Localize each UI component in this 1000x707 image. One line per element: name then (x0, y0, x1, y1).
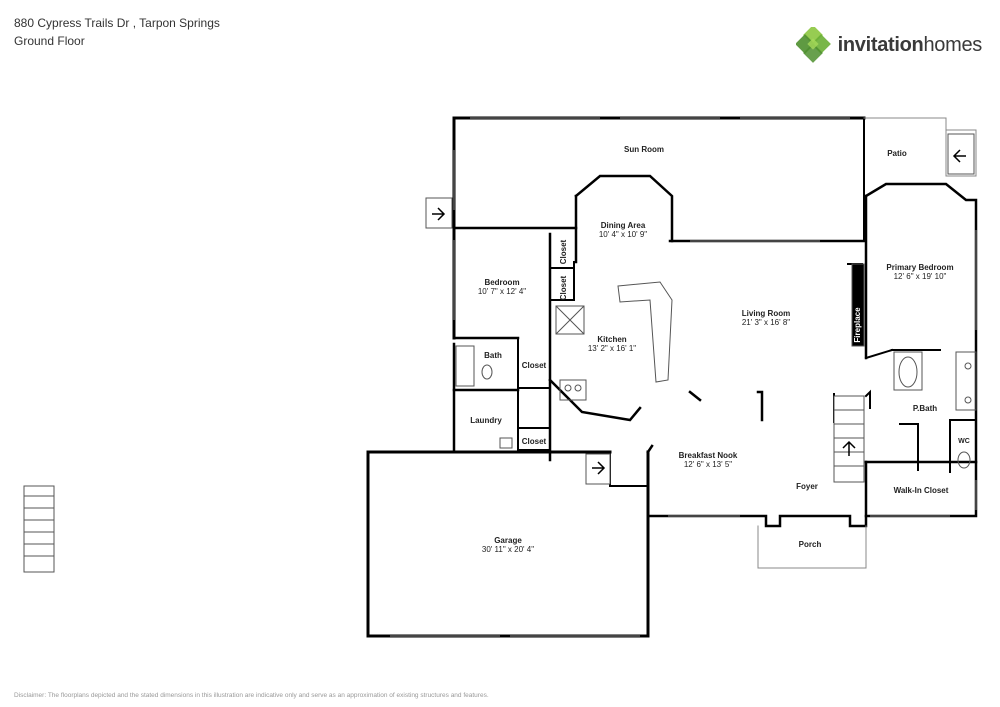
floor-name: Ground Floor (14, 34, 85, 48)
fixtures (455, 281, 977, 469)
room-labels: Sun Room Patio Dining Area 10' 4" x 10' … (470, 145, 970, 554)
breakfast-nook-dims: 12' 6" x 13' 5" (684, 460, 732, 469)
living-room-dims: 21' 3" x 16' 8" (742, 318, 790, 327)
p-bath-label: P.Bath (913, 404, 937, 413)
porch-label: Porch (799, 540, 822, 549)
arrow-right-icon (592, 461, 606, 475)
arrow-icons (432, 149, 966, 475)
closet-2-label: Closet (559, 275, 568, 300)
brand-logo: invitationhomes (795, 26, 983, 64)
foyer-label: Foyer (796, 482, 818, 491)
living-room-label: Living Room (742, 309, 790, 318)
closet-3-label: Closet (522, 361, 547, 370)
kitchen-dims: 13' 2" x 16' 1" (588, 344, 636, 353)
garage-label: Garage (494, 536, 522, 545)
primary-bedroom-label: Primary Bedroom (886, 263, 953, 272)
walls (366, 116, 978, 638)
kitchen-label: Kitchen (597, 335, 626, 344)
breakfast-nook-label: Breakfast Nook (679, 451, 738, 460)
sun-room-label: Sun Room (624, 145, 664, 154)
wc-label: WC (958, 438, 970, 445)
dining-area-dims: 10' 4" x 10' 9" (599, 230, 647, 239)
windows (390, 117, 977, 637)
disclaimer-text: Disclaimer: The floorplans depicted and … (14, 692, 489, 699)
closet-4-label: Closet (522, 437, 547, 446)
walk-in-closet-label: Walk-In Closet (894, 486, 949, 495)
brand-mark-icon (795, 27, 831, 63)
property-address: 880 Cypress Trails Dr , Tarpon Springs (14, 16, 220, 30)
primary-bedroom-dims: 12' 6" x 19' 10" (894, 272, 947, 281)
bath-label: Bath (484, 351, 502, 360)
closet-1-label: Closet (559, 239, 568, 264)
arrow-left-icon (952, 149, 966, 163)
bedroom-dims: 10' 7" x 12' 4" (478, 287, 526, 296)
fireplace-label: Fireplace (853, 307, 862, 343)
dining-area-label: Dining Area (601, 221, 646, 230)
garage-dims: 30' 11" x 20' 4" (482, 545, 534, 554)
patio-label: Patio (887, 149, 907, 158)
arrow-up-icon (842, 440, 856, 456)
arrow-right-icon (432, 207, 446, 221)
brand-name: invitationhomes (837, 33, 983, 56)
bedroom-label: Bedroom (484, 278, 519, 287)
stairs (23, 133, 975, 573)
laundry-label: Laundry (470, 416, 502, 425)
